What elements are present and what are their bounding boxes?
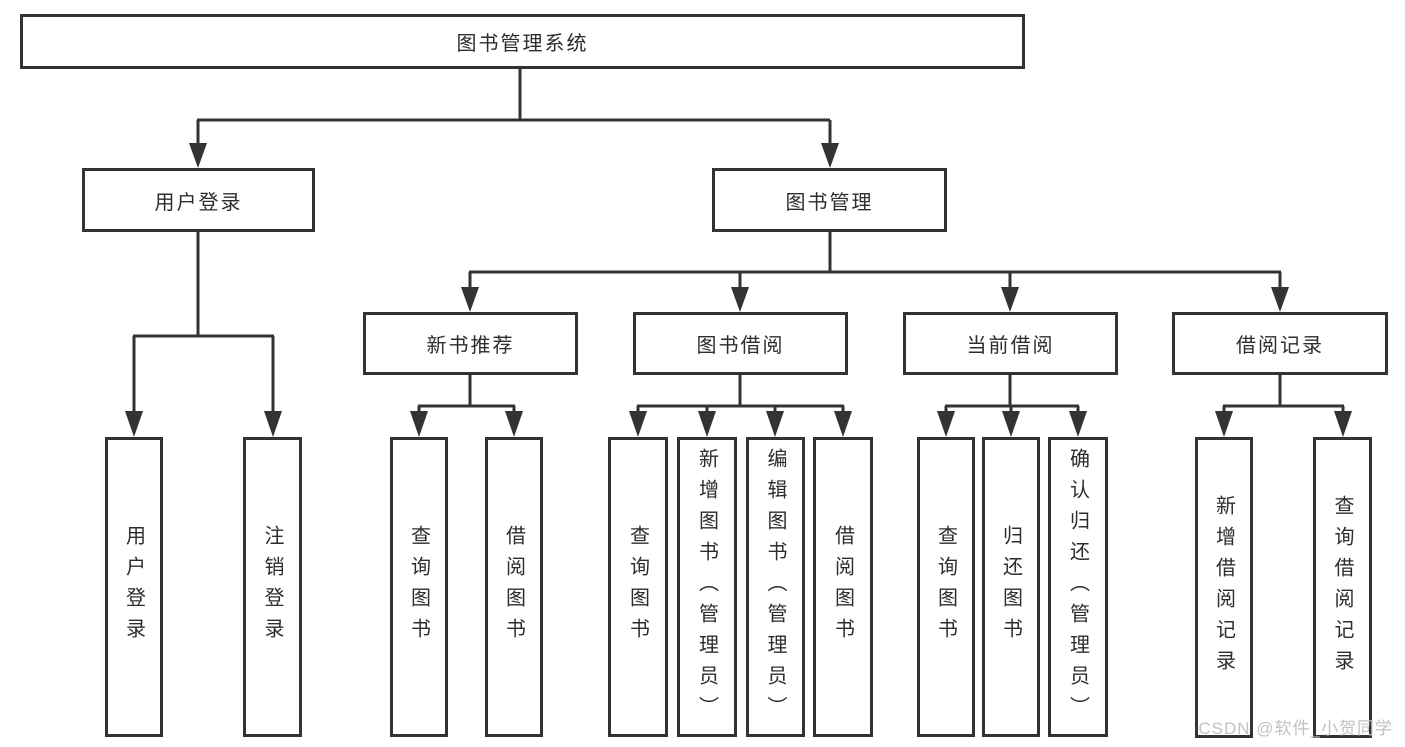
csdn-watermark: CSDN @软件_小贺同学 xyxy=(1198,719,1393,738)
node-label: 查询图书 xyxy=(407,525,430,649)
edge-borrowrecord-to-children xyxy=(1222,375,1345,416)
node-borrow-record: 借阅记录 xyxy=(1172,312,1388,375)
edge-bookmgmt-to-level3 xyxy=(468,232,1282,291)
node-label: 归还图书 xyxy=(999,525,1022,649)
node-logout: 注销登录 xyxy=(243,437,302,737)
node-label: 借阅图书 xyxy=(831,525,854,649)
node-new-book-recommend: 新书推荐 xyxy=(363,312,578,375)
edge-newbook-to-children xyxy=(417,375,516,416)
node-user-login: 用户登录 xyxy=(82,168,315,232)
node-query-books-recommend: 查询图书 xyxy=(390,437,448,737)
node-borrow-books-recommend: 借阅图书 xyxy=(485,437,543,737)
edge-root-to-level2 xyxy=(196,69,832,146)
node-label: 图书管理系统 xyxy=(456,33,589,55)
node-label: 用户登录 xyxy=(154,191,243,214)
node-user-login-leaf: 用户登录 xyxy=(105,437,163,737)
node-query-books-current: 查询图书 xyxy=(917,437,975,737)
node-label: 确认归还（管理员） xyxy=(1066,447,1089,727)
node-query-borrow-record: 查询借阅记录 xyxy=(1313,437,1372,738)
node-add-books-admin: 新增图书（管理员） xyxy=(677,437,737,737)
edge-bookborrow-to-children xyxy=(636,375,845,416)
node-borrow-books: 借阅图书 xyxy=(813,437,873,737)
node-current-borrow: 当前借阅 xyxy=(903,312,1118,375)
node-label: 注销登录 xyxy=(261,525,283,649)
node-label: 借阅记录 xyxy=(1236,335,1324,357)
node-label: 查询图书 xyxy=(626,525,649,649)
node-label: 新增借阅记录 xyxy=(1212,494,1235,681)
node-book-management: 图书管理 xyxy=(712,168,947,232)
node-label: 编辑图书（管理员） xyxy=(764,447,786,727)
node-label: 查询图书 xyxy=(934,525,957,649)
edge-userlogin-to-children xyxy=(132,232,275,416)
node-confirm-return-admin: 确认归还（管理员） xyxy=(1048,437,1108,737)
node-label: 用户登录 xyxy=(122,525,145,649)
node-book-borrow: 图书借阅 xyxy=(633,312,848,375)
node-label: 新书推荐 xyxy=(426,335,515,357)
node-edit-books-admin: 编辑图书（管理员） xyxy=(746,437,805,737)
node-label: 当前借阅 xyxy=(966,335,1055,357)
node-label: 借阅图书 xyxy=(502,525,525,649)
node-label: 图书管理 xyxy=(785,191,874,214)
node-library-management-system: 图书管理系统 xyxy=(20,14,1025,69)
node-label: 图书借阅 xyxy=(696,335,785,357)
node-return-books: 归还图书 xyxy=(982,437,1040,737)
edge-currentborrow-to-children xyxy=(944,375,1080,416)
node-label: 新增图书（管理员） xyxy=(695,447,718,727)
node-add-borrow-record: 新增借阅记录 xyxy=(1195,437,1253,738)
arrowheads xyxy=(125,143,1352,437)
node-label: 查询借阅记录 xyxy=(1331,494,1353,681)
node-query-books-borrow: 查询图书 xyxy=(608,437,668,737)
